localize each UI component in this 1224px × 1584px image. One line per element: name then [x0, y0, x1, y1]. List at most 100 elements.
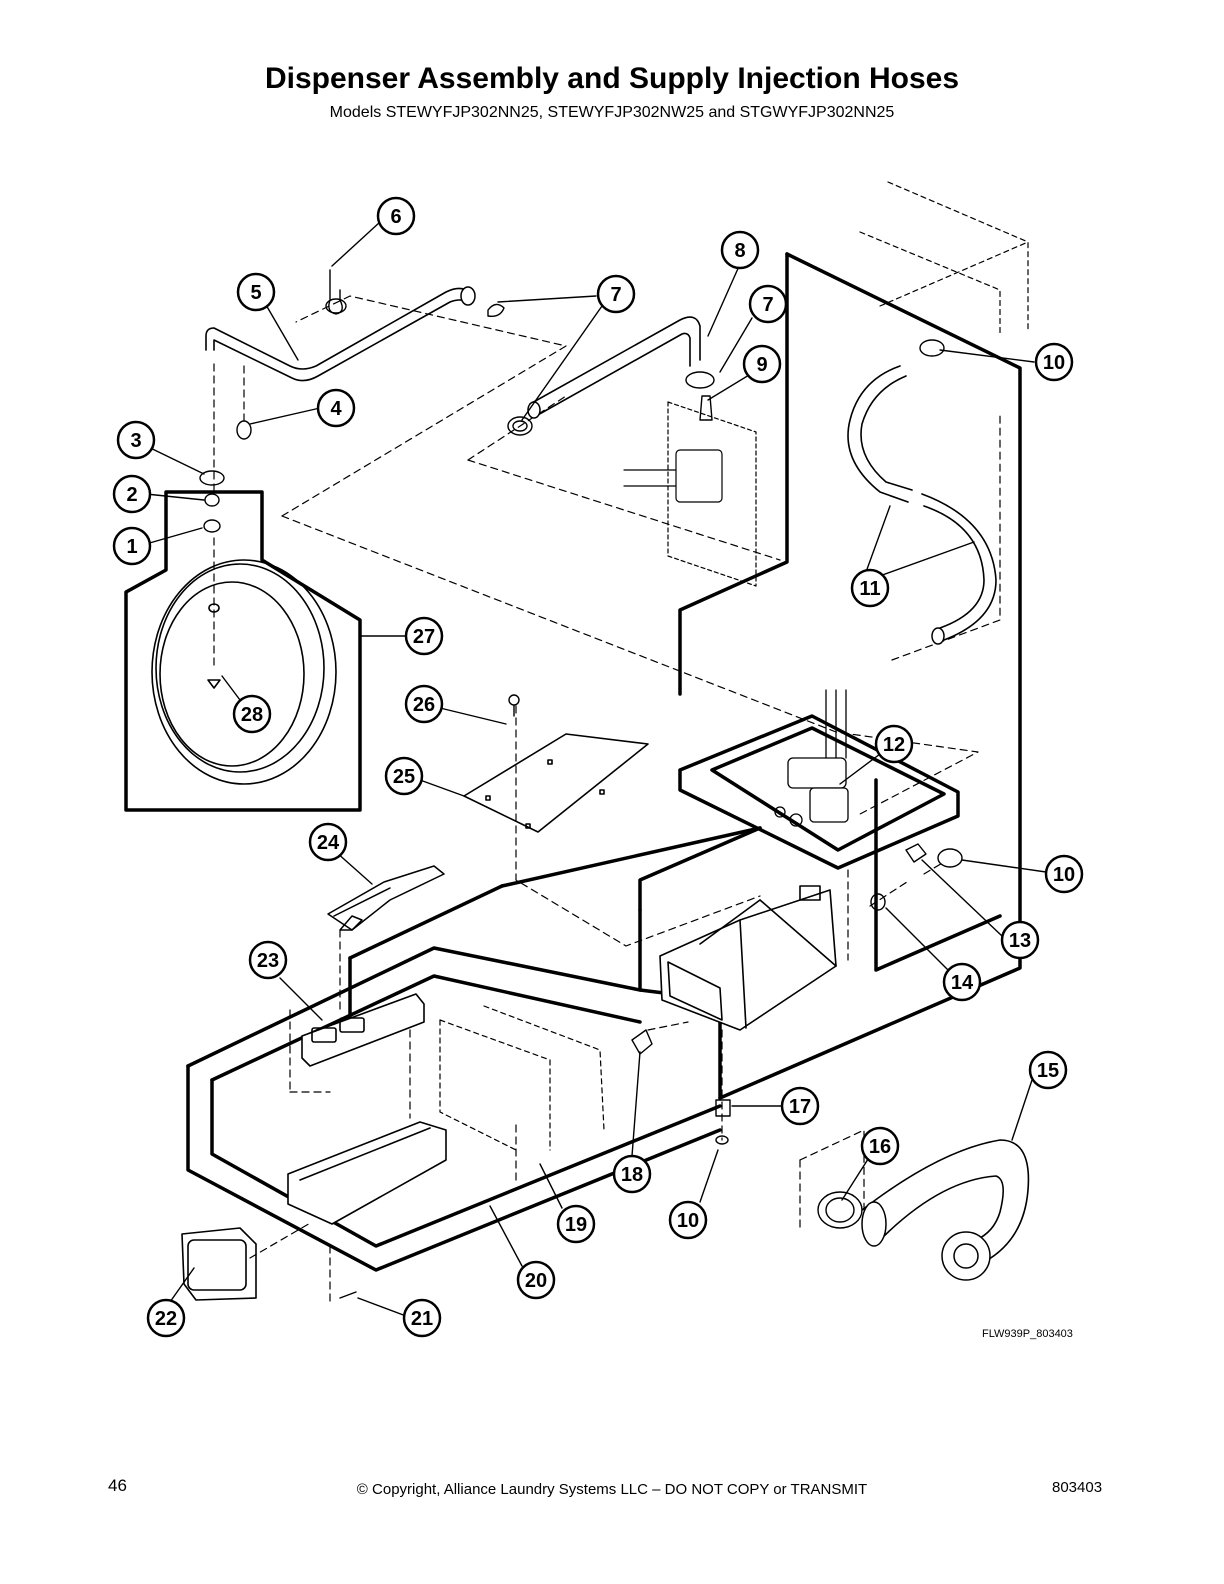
callout-number: 4	[330, 398, 342, 420]
callout-number: 5	[250, 282, 261, 304]
callout-circle	[308, 822, 348, 862]
callout-28: 28	[232, 694, 272, 734]
callout-circle	[668, 1200, 708, 1240]
callout-17: 17	[780, 1086, 820, 1126]
bellows-27	[151, 559, 337, 785]
hose-8	[527, 316, 701, 419]
callout-16: 16	[860, 1126, 900, 1166]
callout-circle	[874, 724, 914, 764]
callout-circle	[316, 388, 356, 428]
callout-21: 21	[402, 1298, 442, 1338]
callout-number: 28	[241, 704, 263, 726]
callout-circle	[112, 526, 152, 566]
callout-10: 10	[1034, 342, 1074, 382]
callout-number: 24	[317, 832, 340, 854]
callout-number: 27	[413, 626, 435, 648]
callout-number: 12	[883, 734, 905, 756]
callout-circle	[780, 1086, 820, 1126]
valve-12	[774, 689, 849, 827]
callout-circle	[232, 694, 272, 734]
callout-circle	[376, 196, 416, 236]
page-title: Dispenser Assembly and Supply Injection …	[264, 62, 960, 95]
lever-24	[327, 865, 445, 931]
hose-15	[861, 1139, 1030, 1281]
callout-3: 3	[116, 420, 156, 460]
callout-circle	[720, 230, 760, 270]
hose-11	[847, 365, 997, 645]
callout-circle	[516, 1260, 556, 1300]
callout-number: 19	[565, 1214, 587, 1236]
callout-number: 18	[621, 1164, 643, 1186]
models-subtitle: Models STEWYFJP302NN25, STEWYFJP302NW25 …	[329, 104, 895, 121]
callout-7: 7	[748, 284, 788, 324]
page-number: 46	[108, 1476, 127, 1495]
cabinet-corner	[439, 181, 1029, 1151]
small-parts	[199, 269, 963, 1299]
callout-number: 7	[610, 284, 621, 306]
callout-circle	[556, 1204, 596, 1244]
callout-circle	[596, 274, 636, 314]
callout-circle	[1044, 854, 1084, 894]
callout-8: 8	[720, 230, 760, 270]
callout-number: 16	[869, 1136, 891, 1158]
copyright-notice: © Copyright, Alliance Laundry Systems LL…	[356, 1481, 868, 1498]
callout-number: 25	[393, 766, 415, 788]
hose-5	[205, 286, 476, 382]
callout-2: 2	[112, 474, 152, 514]
callout-number: 14	[951, 972, 974, 994]
callout-25: 25	[384, 756, 424, 796]
dispenser-housing	[659, 885, 837, 1031]
callout-number: 7	[762, 294, 773, 316]
callout-circle	[404, 616, 444, 656]
callout-4: 4	[316, 388, 356, 428]
callout-number: 26	[413, 694, 435, 716]
callout-11: 11	[850, 568, 890, 608]
callout-number: 17	[789, 1096, 811, 1118]
callout-number: 9	[756, 354, 767, 376]
callout-number: 10	[1043, 352, 1065, 374]
callout-circle	[850, 568, 890, 608]
callout-number: 23	[257, 950, 279, 972]
callout-6: 6	[376, 196, 416, 236]
callout-number: 22	[155, 1308, 177, 1330]
callout-circle	[1028, 1050, 1068, 1090]
diagram-code: FLW939P_803403	[982, 1328, 1073, 1340]
callout-circle	[860, 1126, 900, 1166]
callout-12: 12	[874, 724, 914, 764]
callout-7: 7	[596, 274, 636, 314]
callout-number: 1	[126, 536, 137, 558]
callout-number: 10	[1053, 864, 1075, 886]
callout-1: 1	[112, 526, 152, 566]
callout-20: 20	[516, 1260, 556, 1300]
callout-circle	[146, 1298, 186, 1338]
callout-circle	[1034, 342, 1074, 382]
callout-number: 11	[859, 578, 880, 600]
callout-number: 15	[1037, 1060, 1059, 1082]
callout-circle	[1000, 920, 1040, 960]
callout-circle	[236, 272, 276, 312]
callout-27: 27	[404, 616, 444, 656]
callout-circle	[942, 962, 982, 1002]
callout-circle	[742, 344, 782, 384]
callout-number: 8	[734, 240, 745, 262]
callout-circle	[612, 1154, 652, 1194]
enclosure-outlines	[124, 252, 1022, 1272]
callout-circle	[112, 474, 152, 514]
dispenser-drawer	[181, 993, 447, 1301]
callout-22: 22	[146, 1298, 186, 1338]
callout-circle	[116, 420, 156, 460]
callout-9: 9	[742, 344, 782, 384]
callout-circle	[248, 940, 288, 980]
callout-number: 10	[677, 1210, 699, 1232]
callout-10: 10	[668, 1200, 708, 1240]
plate-25	[463, 733, 649, 833]
callout-14: 14	[942, 962, 982, 1002]
callout-number: 2	[126, 484, 137, 506]
callout-number: 6	[390, 206, 401, 228]
callout-5: 5	[236, 272, 276, 312]
callout-circle	[384, 756, 424, 796]
callout-26: 26	[404, 684, 444, 724]
document-number: 803403	[1052, 1479, 1103, 1496]
